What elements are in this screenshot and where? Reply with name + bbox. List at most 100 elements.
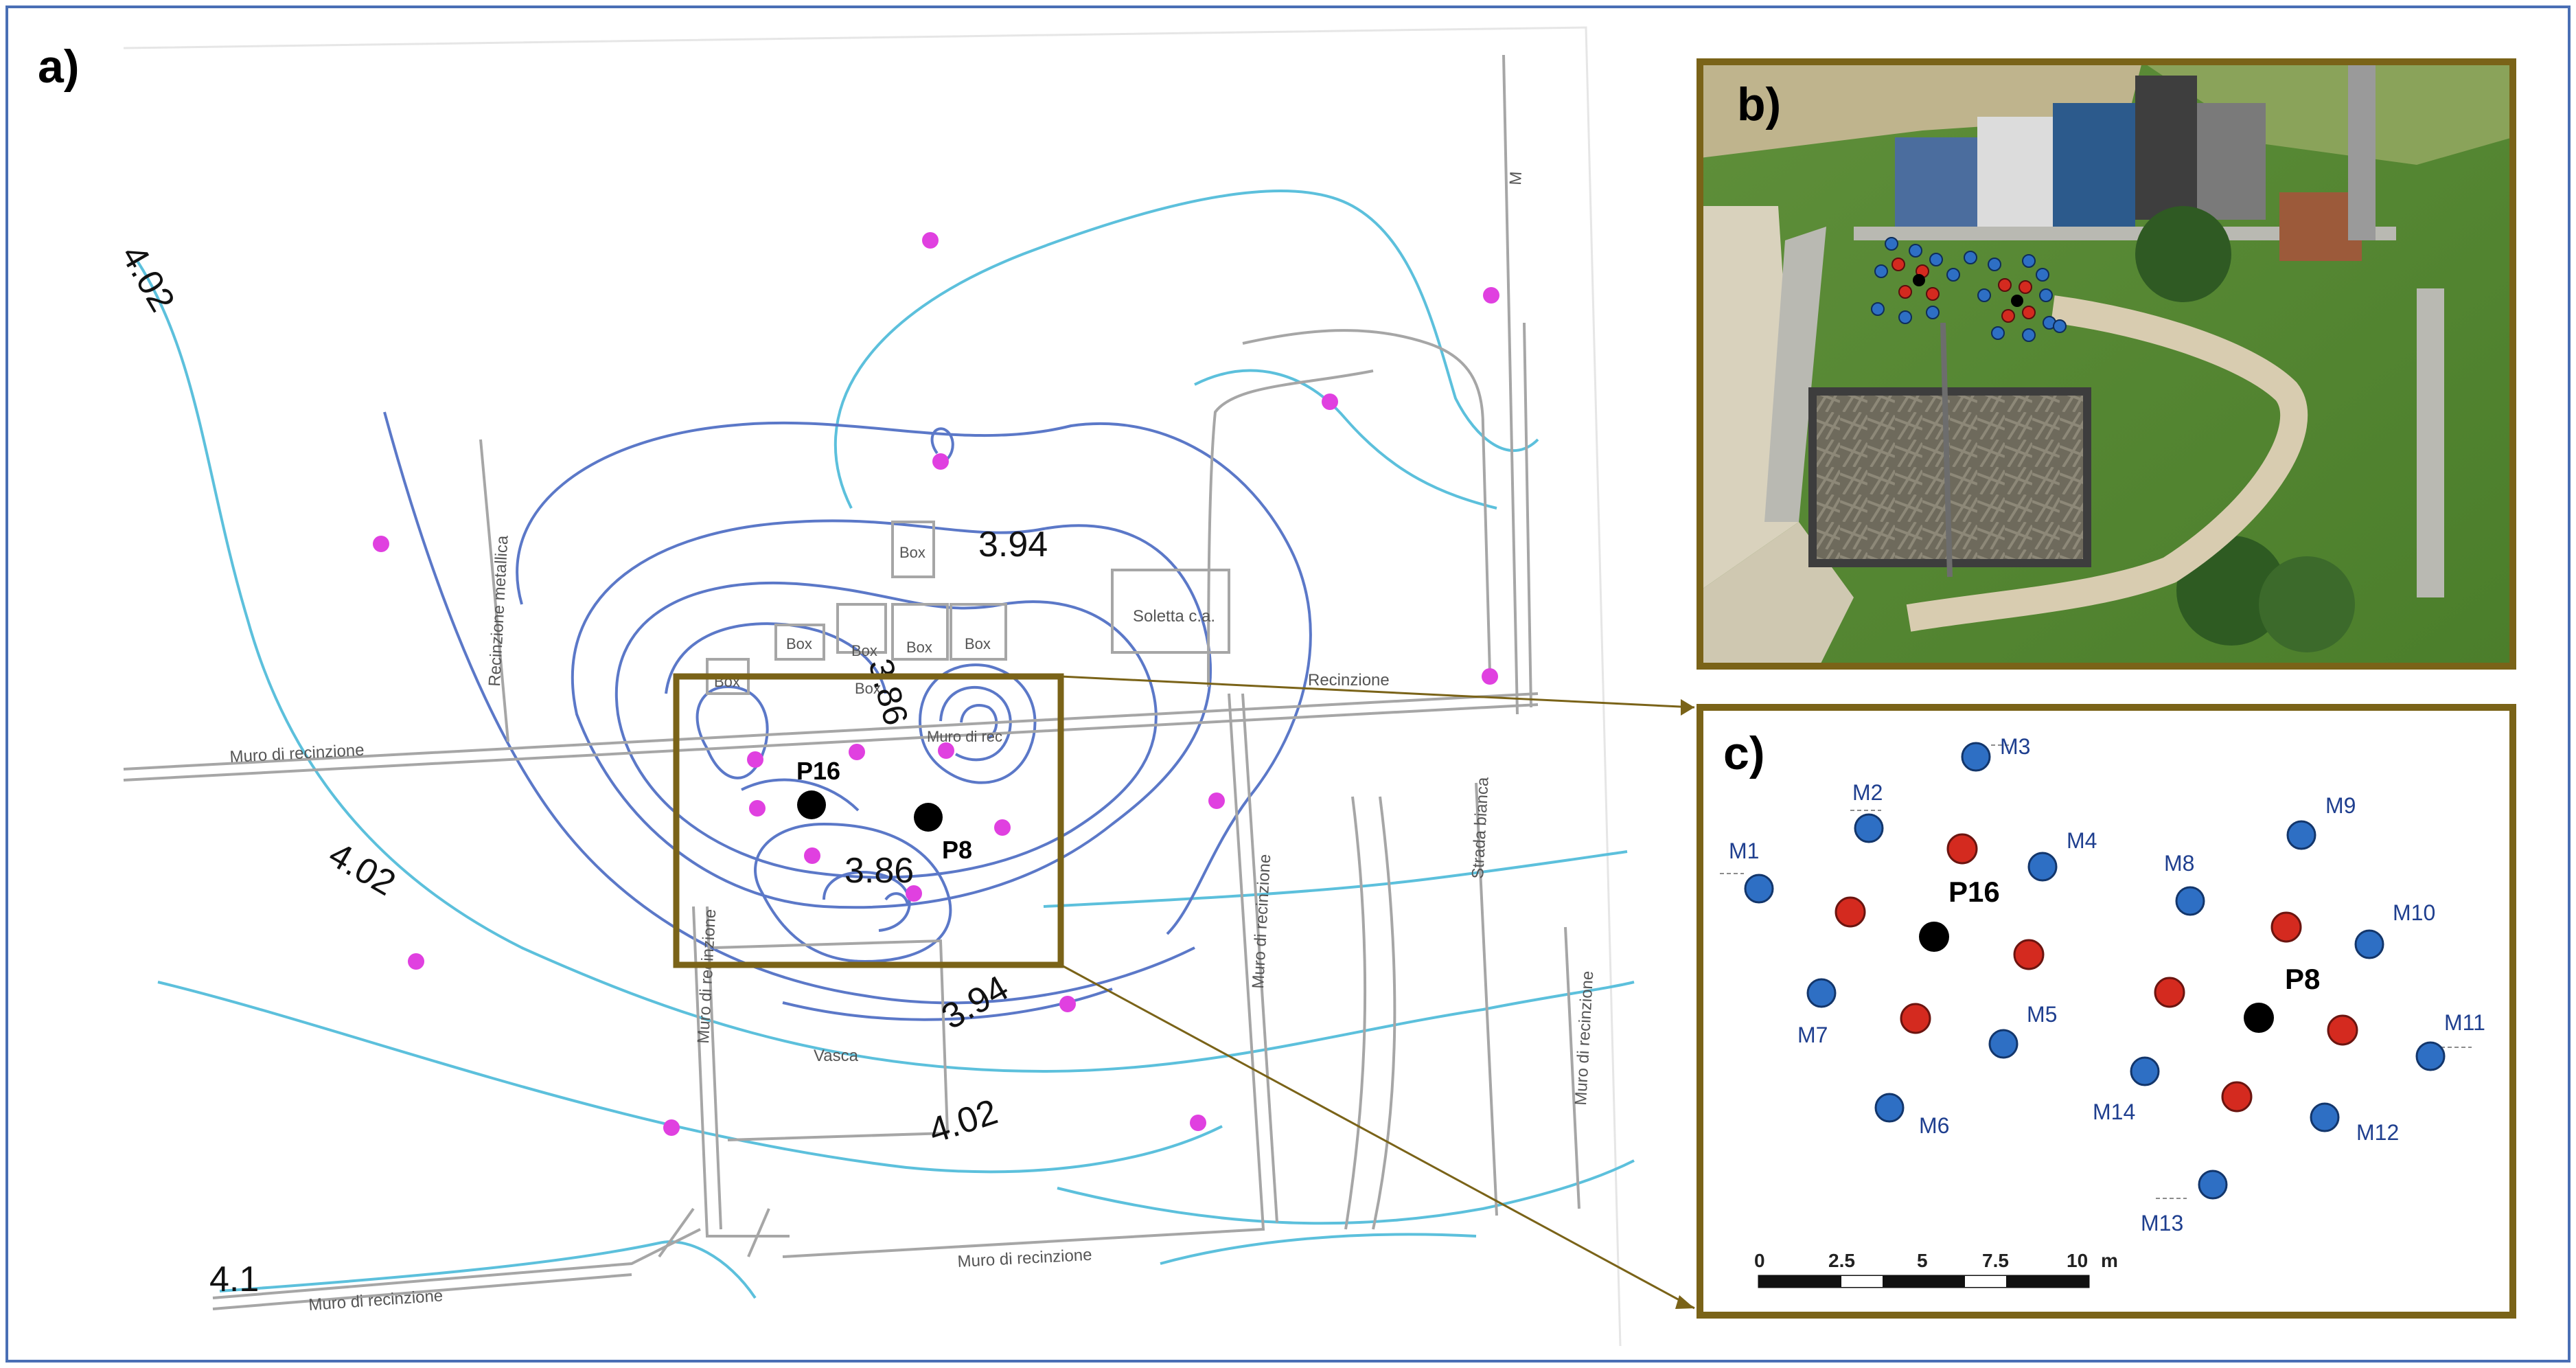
well-p16-marker xyxy=(797,790,826,819)
panel-c-letter: c) xyxy=(1723,727,1764,779)
aerial-well xyxy=(1913,274,1925,286)
monitor-m9 xyxy=(2286,820,2316,850)
survey-point xyxy=(1059,996,1076,1012)
survey-point xyxy=(906,885,922,902)
monitor-label-m2: M2 xyxy=(1852,780,1883,805)
monitor-m5 xyxy=(1988,1029,2019,1059)
contours-light xyxy=(136,189,1635,1299)
label-tank: Vasca xyxy=(814,1047,859,1065)
monitor-m4 xyxy=(2027,852,2058,882)
scale-unit: m xyxy=(2101,1250,2118,1271)
panel-a-letter: a) xyxy=(38,41,79,93)
survey-point xyxy=(749,800,766,817)
label-box-4: Box xyxy=(906,639,932,656)
zoom-arrow-top xyxy=(1681,699,1694,716)
injection-point xyxy=(1900,1003,1931,1034)
survey-point xyxy=(804,847,820,864)
survey-point xyxy=(1482,668,1498,685)
scale-tick-10: 10 xyxy=(2067,1250,2088,1271)
monitor-label-m1: M1 xyxy=(1729,839,1759,863)
monitor-label-m11: M11 xyxy=(2444,1010,2485,1035)
survey-points xyxy=(373,232,1499,1136)
label-box-5: Box xyxy=(965,635,991,652)
monitor-label-m8: M8 xyxy=(2164,851,2194,876)
label-box-1: Box xyxy=(899,544,925,561)
monitor-m14 xyxy=(2130,1056,2160,1086)
monitor-m11 xyxy=(2415,1041,2446,1071)
page-edge xyxy=(123,26,1622,1347)
contour-label-4-1: 4.1 xyxy=(209,1259,259,1299)
monitor-label-m4: M4 xyxy=(2067,828,2097,853)
survey-point xyxy=(938,742,954,759)
well-p16-label-detail: P16 xyxy=(1948,876,2000,908)
contour-label-3-86-center: 3.86 xyxy=(844,851,914,891)
well-p8-marker-detail xyxy=(2244,1003,2274,1033)
injection-point xyxy=(1835,896,1866,928)
monitor-labels: M1 M2 M3 M4 M5 M6 M7 M8 M9 M10 M11 M12 M… xyxy=(1729,734,2485,1235)
monitor-label-m7: M7 xyxy=(1797,1023,1828,1047)
survey-point xyxy=(849,744,865,760)
panel-c-well-layout: c) xyxy=(1697,704,2516,1319)
monitor-m12 xyxy=(2310,1102,2340,1132)
contour-label-3-94-top: 3.94 xyxy=(978,525,1048,565)
injection-points xyxy=(1835,833,2358,1113)
monitor-m7 xyxy=(1806,978,1837,1008)
site-structures xyxy=(123,54,1580,1310)
monitor-m2 xyxy=(1854,813,1884,843)
injection-point xyxy=(2154,977,2185,1008)
panel-b-border xyxy=(1697,58,2516,670)
survey-point xyxy=(408,953,424,970)
well-p8-label-detail: P8 xyxy=(2285,963,2320,995)
monitor-label-m10: M10 xyxy=(2393,900,2435,925)
survey-point xyxy=(1483,287,1499,304)
zoom-box xyxy=(673,673,1064,968)
well-p8-marker xyxy=(914,803,943,832)
injection-point xyxy=(1946,833,1978,865)
survey-point xyxy=(994,819,1011,836)
monitor-m13 xyxy=(2198,1170,2228,1200)
monitor-m6 xyxy=(1874,1093,1905,1123)
aerial-injection-points xyxy=(1891,258,2036,323)
monitor-label-m3: M3 xyxy=(2000,734,2030,759)
well-p8-label: P8 xyxy=(942,836,972,864)
scale-tick-7-5: 7.5 xyxy=(1982,1250,2009,1271)
injection-point xyxy=(2221,1081,2253,1113)
injection-point xyxy=(2327,1014,2358,1046)
injection-point xyxy=(2013,939,2045,970)
survey-point xyxy=(1322,394,1338,410)
label-wall-muro-box: Muro di rec xyxy=(927,728,1002,745)
monitor-m10 xyxy=(2354,929,2384,959)
monitor-label-m6: M6 xyxy=(1919,1113,1949,1138)
zoom-line-bottom xyxy=(1060,964,1695,1310)
label-slab: Soletta c.a. xyxy=(1133,607,1215,626)
monitor-m3 xyxy=(1961,742,1991,772)
zoom-line-top xyxy=(1060,675,1695,709)
scale-tick-2-5: 2.5 xyxy=(1828,1250,1855,1271)
label-box-3: Box xyxy=(851,642,877,659)
well-p16-marker-detail xyxy=(1919,922,1949,952)
label-box-7: Box xyxy=(855,680,881,697)
survey-point xyxy=(1208,793,1225,809)
monitor-label-m9: M9 xyxy=(2325,793,2356,818)
injection-point xyxy=(2270,911,2302,943)
monitor-wells xyxy=(1744,742,2446,1200)
survey-point xyxy=(663,1119,680,1136)
well-p16-label: P16 xyxy=(796,757,840,785)
survey-point xyxy=(373,536,389,552)
label-fence: Recinzione xyxy=(1308,671,1390,689)
panel-b-letter: b) xyxy=(1737,78,1781,130)
scale-tick-5: 5 xyxy=(1917,1250,1928,1271)
monitor-m8 xyxy=(2175,886,2205,916)
panel-c-border xyxy=(1697,704,2516,1319)
scale-tick-0: 0 xyxy=(1754,1250,1765,1271)
label-box-2: Box xyxy=(786,635,812,652)
scale-bar: 0 2.5 5 7.5 10 m xyxy=(1754,1250,2118,1288)
aerial-well xyxy=(2011,295,2023,307)
survey-point xyxy=(1190,1115,1206,1131)
aerial-monitor-points xyxy=(1871,237,2067,342)
zoom-arrow-bottom xyxy=(1675,1295,1694,1309)
panel-b-aerial-photo: b) xyxy=(1697,58,2516,670)
label-top-right: M xyxy=(1506,171,1526,185)
monitor-label-m12: M12 xyxy=(2356,1120,2399,1145)
